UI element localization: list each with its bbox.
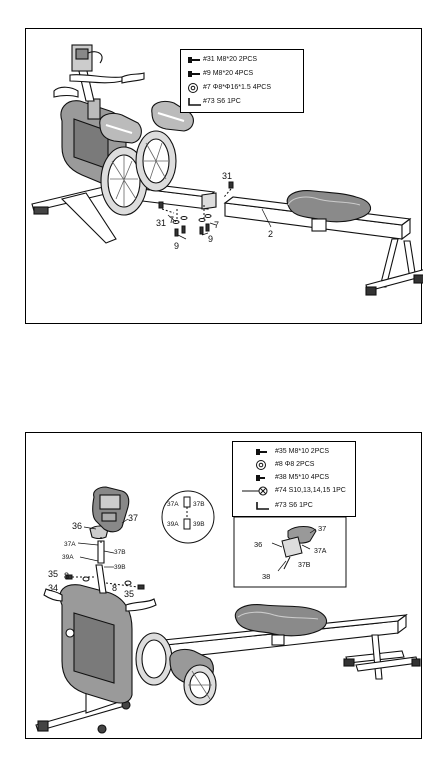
parts-row: #8 Φ8 2PCS (233, 458, 355, 472)
parts-row: #73 S6 1PC (181, 95, 303, 109)
callout-9-right: 9 (208, 234, 213, 244)
foot-pedal (169, 648, 217, 706)
callout-leaders (167, 208, 272, 240)
screwdriver-icon (241, 484, 271, 498)
flywheel-left (100, 146, 148, 216)
part-label: #73 S6 1PC (203, 98, 241, 105)
callout-31-upper: 31 (222, 171, 232, 181)
assembly-step-1-panel: 31 31 7 7 9 9 2 #31 M8*20 2PCS #9 M8*20 … (25, 28, 423, 324)
bolt-icon (187, 67, 201, 81)
seat (286, 190, 372, 232)
console-body (59, 584, 133, 704)
inset-38: 38 (262, 572, 270, 581)
part-label: #8 Φ8 2PCS (275, 461, 315, 468)
detail-39b: 39B (193, 521, 205, 528)
flywheel-right (135, 130, 177, 192)
callout-37a: 37A (64, 541, 76, 548)
inset-36: 36 (254, 540, 262, 549)
part-label: #35 M8*10 2PCS (275, 448, 330, 455)
detail-37a: 37A (167, 501, 179, 508)
allen-key-icon (255, 499, 271, 513)
parts-row: #35 M8*10 2PCS (233, 445, 355, 459)
callout-31-lower: 31 (156, 218, 166, 228)
part-label: #31 M8*20 2PCS (203, 56, 258, 63)
inset-37: 37 (318, 524, 326, 533)
part-label: #38 M5*10 4PCS (275, 474, 330, 481)
callout-7-left: 7 (169, 215, 174, 225)
callout-39a: 39A (62, 554, 74, 561)
inset-detail-box: 36 37 37A 37B 38 (233, 516, 347, 588)
rear-stabilizer (343, 634, 421, 680)
washer-icon (255, 458, 269, 472)
handle-bar (53, 72, 145, 98)
inset-37b: 37B (298, 562, 311, 569)
callout-leaders (77, 518, 129, 568)
callout-9-left: 9 (174, 241, 179, 251)
handle-bar (43, 588, 157, 612)
callout-8-right: 8 (112, 583, 117, 593)
washer-icon (187, 81, 201, 95)
callout-35-left: 35 (48, 569, 58, 579)
bolt-icon (255, 471, 269, 485)
magnified-detail-circle: 37A 37B 39A 39B (161, 490, 215, 544)
callout-2: 2 (268, 229, 273, 239)
flywheel (135, 632, 173, 686)
allen-key-icon (187, 95, 203, 109)
bolts-and-washers (158, 181, 234, 237)
seat (234, 604, 328, 646)
part-label: #9 M8*20 4PCS (203, 70, 254, 77)
callout-7-right: 7 (214, 220, 219, 230)
parts-row: #74 S10,13,14,15 1PC (233, 484, 355, 498)
bolts (65, 574, 145, 590)
step-1-illustration: 31 31 7 7 9 9 2 (31, 44, 423, 296)
callout-8-left: 8 (64, 571, 69, 581)
inset-37a: 37A (314, 548, 327, 555)
monitor-mast (69, 44, 123, 102)
part-label: #73 S6 1PC (275, 502, 313, 509)
bolt-icon (187, 53, 201, 67)
step-2-illustration: 36 37 37A 37B 39A 39B 35 8 34 8 35 37A 3… (35, 486, 421, 734)
parts-row: #31 M8*20 2PCS (181, 53, 303, 67)
detail-37b: 37B (193, 501, 205, 508)
callout-36: 36 (72, 521, 82, 531)
front-stabilizer (31, 183, 125, 244)
part-label: #74 S10,13,14,15 1PC (275, 487, 346, 494)
part-label: #7 Φ8*Φ16*1.5 4PCS (203, 84, 271, 91)
foot-pedal-left (99, 112, 142, 144)
monitor (92, 486, 130, 533)
bolt-icon (255, 445, 269, 459)
parts-row: #9 M8*20 4PCS (181, 67, 303, 81)
callout-37b: 37B (114, 549, 126, 556)
rear-stabilizer (365, 238, 423, 296)
callout-34: 34 (48, 583, 58, 593)
detail-39a: 39A (167, 521, 179, 528)
parts-row: #73 S6 1PC (233, 499, 355, 513)
callout-39b: 39B (114, 564, 126, 571)
parts-row: #7 Φ8*Φ16*1.5 4PCS (181, 81, 303, 95)
parts-row: #38 M5*10 4PCS (233, 471, 355, 485)
parts-list-box: #35 M8*10 2PCS #8 Φ8 2PCS #38 M5*10 4PCS… (232, 441, 356, 517)
parts-list-box: #31 M8*20 2PCS #9 M8*20 4PCS #7 Φ8*Φ16*1… (180, 49, 304, 113)
assembly-step-2-panel: 36 37 37A 37B 39A 39B 35 8 34 8 35 37A 3… (25, 432, 422, 739)
callout-35-right: 35 (124, 589, 134, 599)
callout-37: 37 (128, 513, 138, 523)
